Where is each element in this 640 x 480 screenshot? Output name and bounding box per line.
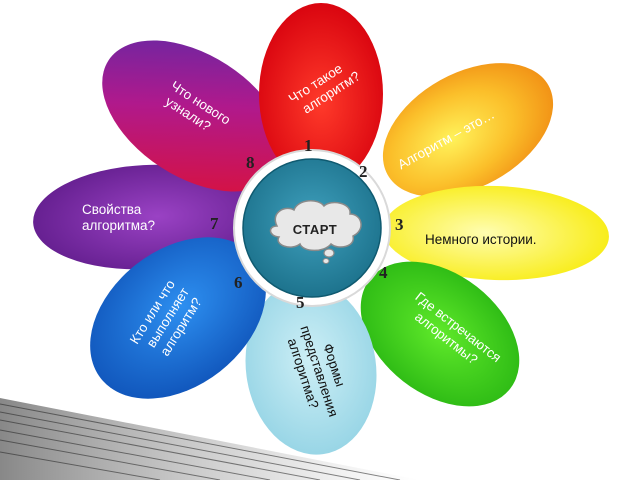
petal-1[interactable]: Что такое алгоритм?: [259, 3, 383, 185]
petal-8[interactable]: Что нового узнали?: [75, 9, 313, 222]
petal-number-5: 5: [296, 293, 305, 312]
petal-5-shape: [245, 281, 377, 455]
petal-3[interactable]: Немного истории.: [381, 182, 610, 284]
petal-3-line-1: Немного истории.: [425, 232, 537, 247]
petal-7-line-1: Свойства: [82, 202, 142, 217]
petal-number-1: 1: [304, 136, 313, 155]
petal-2[interactable]: Алгоритм – это…: [360, 36, 576, 225]
petal-4-shape: [360, 261, 520, 407]
start-label: СТАРТ: [293, 222, 338, 237]
petal-7-line-2: алгоритма?: [82, 218, 155, 233]
petal-1-shape: [259, 3, 383, 185]
petal-7-text: Свойства алгоритма?: [82, 202, 155, 233]
petal-5[interactable]: Формы представления алгоритма?: [235, 273, 388, 463]
petal-4[interactable]: Где встречаются алгоритмы?: [333, 232, 547, 436]
petal-number-3: 3: [395, 215, 404, 234]
petal-3-shape: [383, 185, 609, 281]
petal-6-shape: [90, 237, 266, 399]
petal-number-7: 7: [210, 214, 219, 233]
petals: Свойства алгоритма? Что нового узнали? Ч…: [33, 3, 610, 463]
petal-3-text: Немного истории.: [425, 232, 537, 247]
petal-number-4: 4: [379, 263, 388, 282]
petal-number-2: 2: [359, 162, 368, 181]
floor-shadow-decoration: [0, 398, 420, 480]
cloud-bubble-large: [323, 248, 335, 258]
petal-2-shape: [382, 63, 554, 197]
cloud-shape: [269, 200, 362, 252]
petal-number-8: 8: [246, 153, 255, 172]
petal-6[interactable]: Кто или что выполняет алгоритм?: [59, 204, 297, 432]
petal-number-6: 6: [234, 273, 243, 292]
start-cloud[interactable]: СТАРТ: [269, 200, 362, 264]
cloud-bubble-small: [322, 258, 330, 264]
petal-8-shape: [102, 40, 286, 192]
petal-numbers: 1 2 3 4 5 6 7 8: [210, 136, 404, 312]
